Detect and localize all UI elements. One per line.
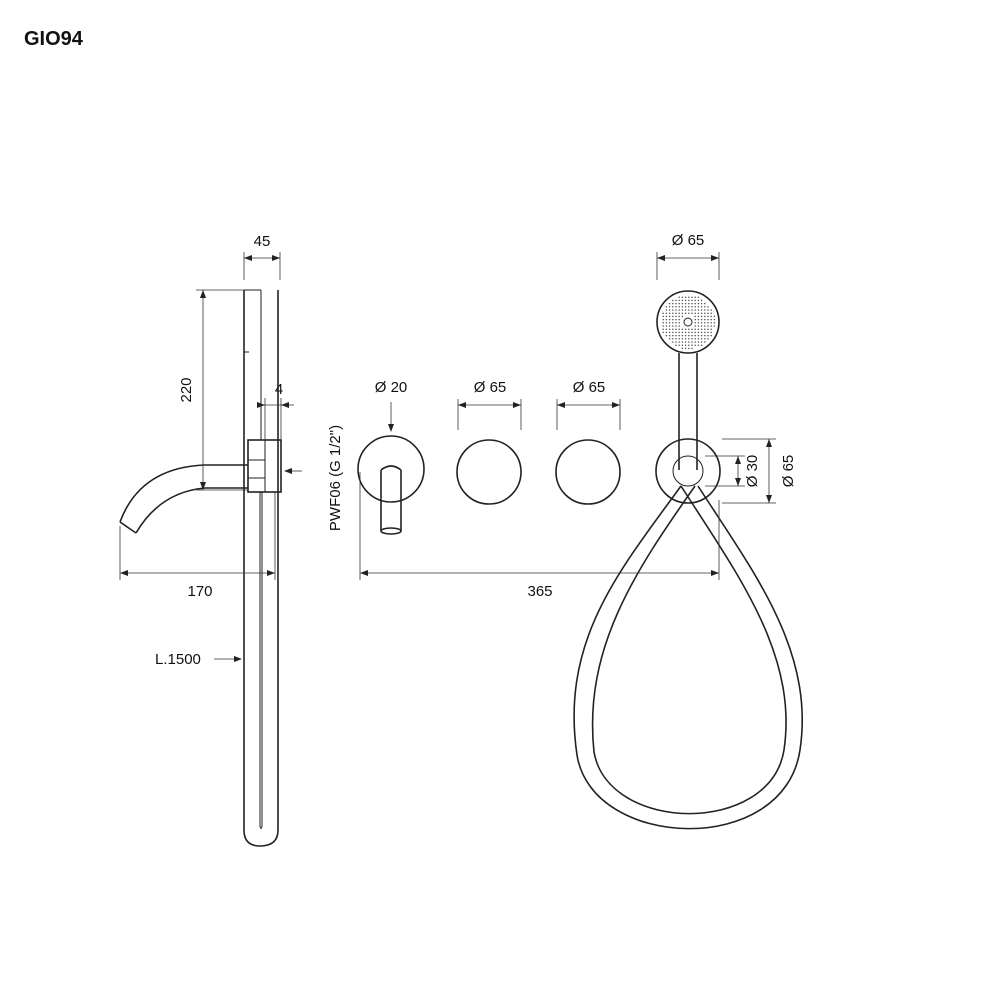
side-hose-body xyxy=(243,290,279,847)
holder-plate xyxy=(655,438,721,504)
spout-plate xyxy=(357,435,425,503)
product-code: GIO94 xyxy=(24,28,84,50)
holder-ring xyxy=(672,455,704,487)
front-spout xyxy=(380,465,402,531)
hose-outer xyxy=(573,485,804,830)
side-dimensions: 45 220 4 170 L.1500 xyxy=(119,233,302,668)
dim-45: 45 xyxy=(254,233,271,250)
dim-hose-length: L.1500 xyxy=(155,651,201,668)
dim-handle2-dia: Ø 65 xyxy=(573,379,606,396)
dim-total-365: 365 xyxy=(527,583,552,600)
dim-holder-outer: Ø 65 xyxy=(780,455,797,488)
shower-nozzles xyxy=(662,296,716,350)
dim-220: 220 xyxy=(178,377,195,402)
side-view xyxy=(119,289,282,847)
dim-170: 170 xyxy=(187,583,212,600)
dim-handle1-dia: Ø 65 xyxy=(474,379,507,396)
connection-label: PWF06 (G 1/2") xyxy=(327,425,344,531)
handle-2 xyxy=(555,439,621,505)
side-spout xyxy=(119,464,248,523)
dim-shower-dia: Ø 65 xyxy=(672,232,705,249)
front-dimensions: Ø 20 Ø 65 Ø 65 Ø 65 Ø 30 xyxy=(359,232,797,600)
dim-holder-inner: Ø 30 xyxy=(744,455,761,488)
dim-spout-dia: Ø 20 xyxy=(375,379,408,396)
hose-inner xyxy=(591,485,787,815)
handle-1 xyxy=(456,439,522,505)
dim-4: 4 xyxy=(275,381,283,398)
shower-head xyxy=(656,290,720,354)
side-hose-slot xyxy=(259,492,263,829)
front-view xyxy=(357,290,804,830)
